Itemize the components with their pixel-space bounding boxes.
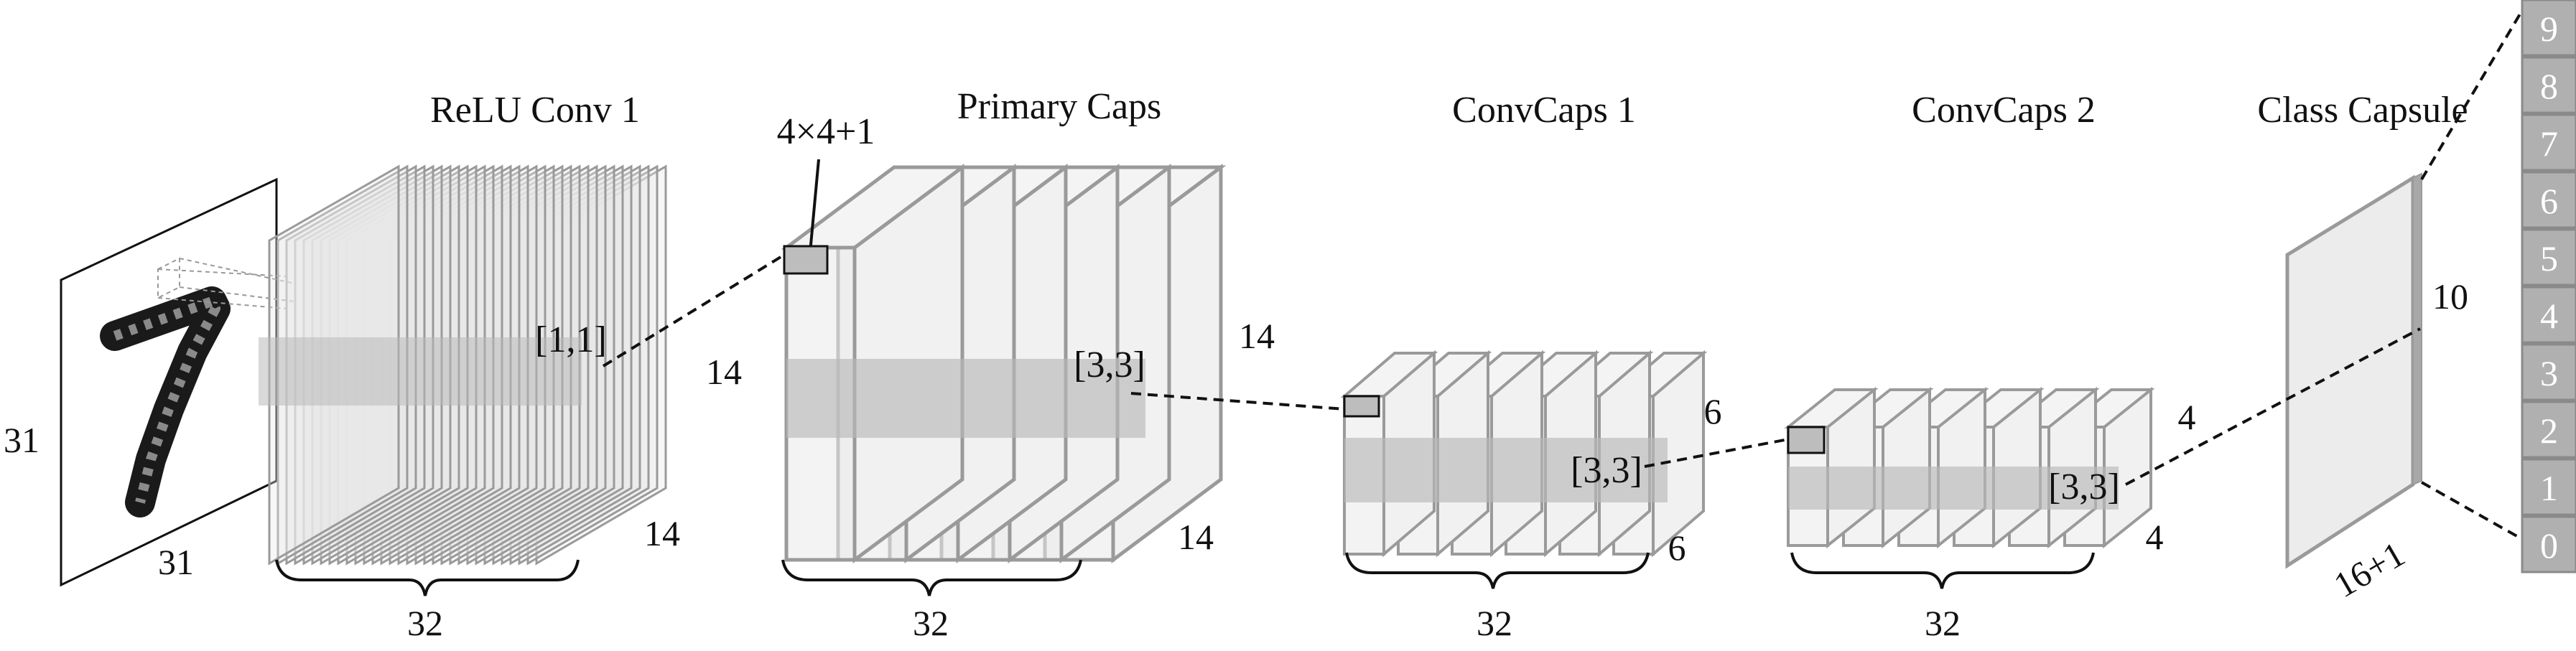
class-output-cell: 9	[2521, 0, 2576, 57]
relu-conv1-stack	[259, 164, 667, 566]
class-output-label: 4	[2540, 296, 2558, 336]
class-output-cell: 3	[2521, 343, 2576, 401]
relu-conv1-title: ReLU Conv 1	[430, 90, 640, 131]
convcaps1-stack	[1340, 350, 1708, 558]
relu-conv1-channel-label: 32	[407, 603, 443, 643]
receptive-field-patch	[157, 257, 295, 309]
connections	[602, 11, 2522, 540]
convcaps2-channel-brace	[1790, 552, 2095, 589]
connector-conv1-to-primary	[602, 253, 786, 367]
convcaps1-height-label: 6	[1704, 391, 1722, 431]
class-output-label: 6	[2540, 181, 2558, 221]
connector-class-bottom	[2421, 481, 2521, 540]
class-output-cell: 8	[2521, 56, 2576, 114]
input-height-label: 31	[4, 420, 39, 460]
primary-caps-channel-label: 32	[913, 603, 949, 643]
class-output-column: 9 8 7 6 5 4 3 2 1 0	[2521, 0, 2576, 573]
convcaps2-title: ConvCaps 2	[1912, 90, 2096, 131]
routing-label-3: [3,3]	[1571, 450, 1642, 491]
class-output-cell: 4	[2521, 286, 2576, 344]
convcaps1-band	[1344, 438, 1668, 502]
input-width-label: 31	[158, 542, 194, 582]
class-output-label: 3	[2540, 353, 2558, 393]
convcaps2-stack	[1784, 386, 2155, 549]
class-output-cell: 1	[2521, 458, 2576, 516]
convcaps1-channel-label: 32	[1477, 603, 1512, 643]
class-output-cell: 6	[2521, 171, 2576, 229]
class-output-cell: 2	[2521, 401, 2576, 459]
digit-seven-glyph	[100, 286, 231, 517]
class-capsule-title: Class Capsule	[2257, 90, 2468, 131]
convcaps1-kernel-patch	[1343, 395, 1380, 418]
relu-conv1-height-label: 14	[706, 352, 742, 392]
kernel-patch	[783, 245, 829, 275]
class-output-cell: 7	[2521, 113, 2576, 172]
class-capsule-width-label: 16+1	[2327, 533, 2411, 605]
routing-label-4: [3,3]	[2048, 467, 2120, 507]
connector-primary-to-cc1	[1130, 392, 1345, 411]
primary-caps-channel-brace	[781, 559, 1082, 596]
connector-cc1-to-cc2	[1644, 438, 1789, 468]
primary-caps-band	[786, 359, 1145, 438]
convcaps2-band	[1788, 467, 2119, 510]
convcaps2-channel-label: 32	[1925, 603, 1961, 643]
class-output-label: 5	[2540, 238, 2558, 278]
primary-caps-height-label: 14	[1239, 316, 1275, 356]
class-output-label: 9	[2540, 9, 2558, 49]
class-output-label: 0	[2540, 525, 2558, 566]
connector-cc2-to-class	[2125, 327, 2421, 486]
routing-label-1: [1,1]	[535, 319, 607, 360]
convcaps2-kernel-patch	[1787, 426, 1826, 454]
primary-caps-stack	[781, 164, 1227, 563]
class-output-cell: 5	[2521, 228, 2576, 286]
relu-conv1-width-label: 14	[644, 513, 680, 553]
routing-label-2: [3,3]	[1074, 345, 1145, 385]
primary-caps-width-label: 14	[1178, 517, 1214, 557]
class-output-label: 8	[2540, 66, 2558, 106]
class-capsule-plane	[2285, 172, 2422, 569]
relu-conv1-channel-brace	[275, 559, 580, 596]
primary-caps-title: Primary Caps	[957, 86, 1162, 127]
convcaps2-height-label: 4	[2178, 397, 2196, 437]
class-output-label: 7	[2540, 123, 2558, 164]
convcaps2-width-label: 4	[2146, 517, 2164, 557]
class-capsule-height-label: 10	[2432, 276, 2468, 317]
convcaps1-width-label: 6	[1668, 528, 1686, 568]
class-output-label: 2	[2540, 411, 2558, 451]
convcaps1-title: ConvCaps 1	[1452, 90, 1636, 131]
relu-conv1-band	[259, 337, 582, 406]
kernel-size-label: 4×4+1	[777, 111, 875, 152]
class-output-cell: 0	[2521, 515, 2576, 573]
class-output-label: 1	[2540, 468, 2558, 508]
convcaps1-channel-brace	[1345, 552, 1650, 589]
input-image	[60, 177, 295, 587]
